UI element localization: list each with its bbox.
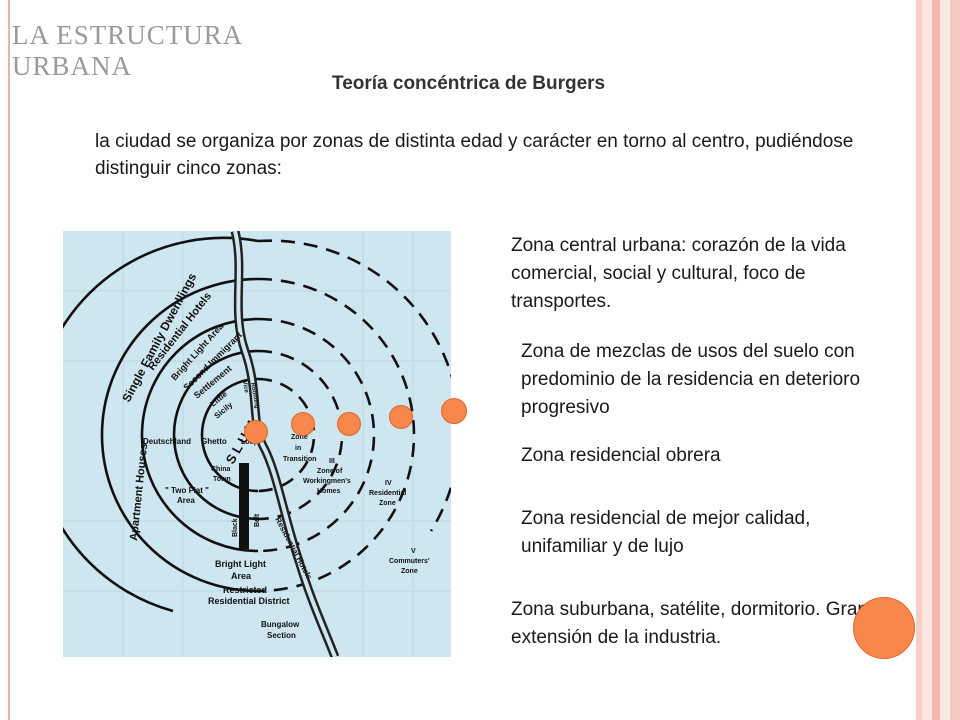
zone-description-3: Zona residencial obrera	[521, 445, 721, 466]
zone-marker-5	[441, 398, 467, 424]
slide-subtitle: Teoría concéntrica de Burgers	[332, 73, 606, 94]
map-background	[63, 231, 451, 657]
label-zone-transition-3: Transition	[283, 456, 316, 463]
label-deutschland: Deutschland	[143, 437, 191, 446]
label-zone-transition-1: Zone	[291, 434, 308, 441]
label-rooming: Rooming	[249, 382, 259, 409]
label-zone4-2: Residential	[369, 490, 406, 497]
zone-description-2: Zona de mezclas de usos del suelo con pr…	[521, 341, 861, 418]
label-town: Town	[213, 476, 231, 483]
label-bright-light-1: Bright Light	[215, 559, 266, 569]
zone-marker-4	[389, 405, 413, 429]
label-black: Black	[232, 518, 239, 537]
label-restricted: Restricted	[223, 585, 267, 595]
label-two-flat: " Two Flat "	[165, 486, 209, 495]
label-zone5-3: Zone	[401, 568, 418, 575]
label-section: Section	[267, 631, 296, 640]
zone-marker-large	[853, 597, 915, 659]
label-two-flat-area: Area	[177, 496, 195, 505]
label-vice: Vice	[241, 380, 249, 394]
label-ghetto: Ghetto	[201, 437, 227, 446]
label-zone3-4: Homes	[317, 488, 340, 495]
dashed-rings	[257, 239, 451, 593]
zone-description-5: Zona suburbana, satélite, dormitorio. Gr…	[511, 599, 868, 648]
zone-description-4: Zona residencial de mejor calidad, unifa…	[521, 508, 811, 557]
label-restricted-district: Residential District	[208, 596, 290, 606]
label-zone5-1: V	[411, 548, 416, 555]
decorative-stripes	[916, 0, 960, 720]
river-inner	[233, 231, 337, 657]
label-china: China	[211, 466, 231, 473]
label-zone3-1: III	[329, 458, 335, 465]
label-zone3-2: Zone of	[317, 468, 343, 475]
label-zone4-3: Zone	[379, 500, 396, 507]
label-zone5-2: Commuters'	[389, 558, 430, 565]
label-zone3-3: Workingmen's	[303, 478, 351, 485]
intro-text: la ciudad se organiza por zonas de disti…	[95, 131, 854, 179]
label-belt: Belt	[254, 513, 261, 527]
zone-description-1: Zona central urbana: corazón de la vida …	[511, 235, 846, 312]
left-frame-line	[8, 0, 10, 720]
zone-marker-3	[337, 412, 361, 436]
label-bungalow: Bungalow	[261, 620, 300, 629]
label-zone-transition-2: in	[295, 445, 301, 452]
slide-title: LA ESTRUCTURA URBANA	[12, 20, 244, 81]
zone-marker-1	[244, 420, 268, 444]
zone-marker-2	[291, 412, 315, 436]
label-zone4-1: IV	[385, 480, 392, 487]
black-belt-bar	[239, 463, 249, 549]
label-bright-light-2: Area	[231, 571, 252, 581]
solid-rings	[63, 236, 259, 613]
burgess-concentric-map: Single Family Dwenllings Residential Hot…	[63, 231, 451, 657]
